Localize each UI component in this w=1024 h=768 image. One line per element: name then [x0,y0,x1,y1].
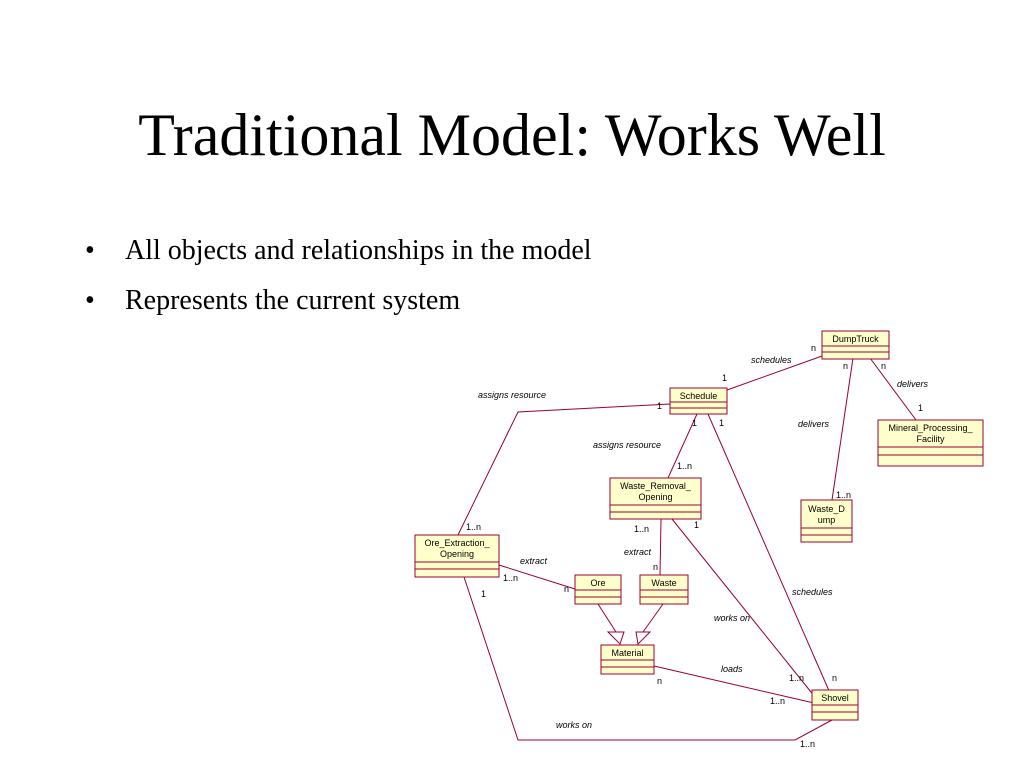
class-name: Ore [590,578,605,588]
class-name-line1: Mineral_Processing_ [888,423,973,433]
multiplicity: 1 [918,403,923,413]
bullet-item: • All objects and relationships in the mo… [85,226,592,276]
class-shovel: Shovel [811,689,859,721]
multiplicity: n [564,584,569,594]
multiplicity: 1..n [789,673,804,683]
class-name: DumpTruck [832,334,879,344]
assoc-label-works-on: works on [714,613,750,623]
multiplicity: 1..n [800,739,815,749]
assoc-wasteremoval-shovel [671,518,816,698]
class-dumptruck: DumpTruck [821,330,890,360]
class-name: Material [611,648,643,658]
class-waste: Waste [639,574,689,605]
assoc-wasteremoval-waste [659,518,662,576]
multiplicity: 1 [692,418,697,428]
assoc-label-delivers: delivers [897,379,929,389]
multiplicity: n [881,361,886,371]
assoc-oreextraction-shovel [463,576,833,741]
assoc-label-assigns-resource: assigns resource [478,390,546,400]
bullet-text: Represents the current system [125,285,461,316]
multiplicity: n [843,361,848,371]
class-name-line2: Facility [916,434,945,444]
class-name-line2: Opening [638,492,672,502]
multiplicity: n [653,562,658,572]
bullet-item: • Represents the current system [85,276,592,326]
multiplicity: 1 [719,418,724,428]
class-name-line1: Ore_Extraction_ [424,538,490,548]
multiplicity: 1 [694,520,699,530]
bullet-marker: • [85,285,95,316]
assoc-schedule-wasteremoval [667,413,698,479]
class-name-line2: ump [818,515,836,525]
class-name-line2: Opening [440,549,474,559]
multiplicity: n [832,673,837,683]
class-name-line1: Waste_D [808,504,845,514]
class-ore: Ore [574,574,622,605]
class-material: Material [600,644,655,675]
assoc-label-assigns-resource: assigns resource [593,440,661,450]
assoc-material-shovel [653,665,815,704]
generalization-waste-material [642,603,664,633]
assoc-label-extract: extract [624,547,652,557]
class-ore-extraction-opening: Ore_Extraction_ Opening [414,534,500,578]
multiplicity: 1 [481,589,486,599]
generalization-arrow-ore [606,631,625,645]
assoc-label-extract: extract [520,556,548,566]
multiplicity: 1..n [836,490,851,500]
multiplicity: n [657,676,662,686]
multiplicity: 1..n [770,696,785,706]
bullet-marker: • [85,235,95,266]
multiplicity: 1 [722,373,727,383]
bullet-list: • All objects and relationships in the mo… [85,226,592,326]
class-name: Schedule [680,391,718,401]
assoc-schedule-shovel [707,413,831,694]
assoc-dumptruck-wastedump [831,357,854,501]
assoc-schedule-dumptruck [726,355,823,391]
assoc-schedule-oreextraction [457,403,671,536]
generalization-arrow-waste [635,631,652,646]
class-waste-removal-opening: Waste_Removal_ Opening [609,477,702,520]
assoc-label-works-on: works on [556,720,592,730]
multiplicity: 1 [657,401,662,411]
assoc-dumptruck-mineral [869,357,917,421]
class-schedule: Schedule [669,387,728,415]
assoc-label-loads: loads [721,664,743,674]
class-waste-dump: Waste_D ump [800,499,853,543]
multiplicity: 1..n [677,461,692,471]
assoc-label-schedules: schedules [792,587,833,597]
bullet-text: All objects and relationships in the mod… [125,235,592,266]
class-mineral-processing-facility: Mineral_Processing_ Facility [877,419,984,467]
slide-title: Traditional Model: Works Well [138,102,886,168]
class-name: Waste [651,578,676,588]
assoc-label-delivers: delivers [798,419,830,429]
multiplicity: n [811,343,816,353]
class-name-line1: Waste_Removal_ [620,481,692,491]
assoc-label-schedules: schedules [751,355,792,365]
multiplicity: 1..n [503,573,518,583]
class-name: Shovel [821,693,849,703]
multiplicity: 1..n [634,524,649,534]
assoc-oreextraction-ore [498,564,576,590]
multiplicity: 1..n [466,522,481,532]
generalization-ore-material [597,603,617,633]
